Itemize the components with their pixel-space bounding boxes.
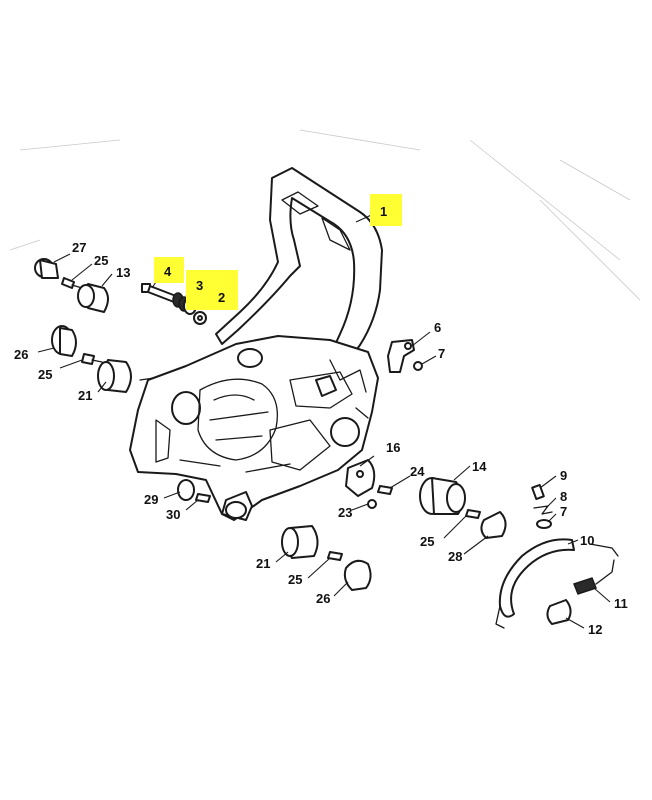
highlight-box-2-3 <box>186 270 238 310</box>
callout-25-left: 25 <box>38 367 52 382</box>
screw-23-part <box>367 499 377 509</box>
callout-23: 23 <box>338 505 352 520</box>
spring-8-part <box>533 505 553 515</box>
buffer-29-part <box>177 479 195 501</box>
callout-28: 28 <box>448 549 462 564</box>
highlight-box-4 <box>154 257 184 283</box>
washer-2-part <box>193 311 207 325</box>
sleeve-12-part <box>546 599 572 625</box>
callout-7-right: 7 <box>560 504 567 519</box>
callout-1: 1 <box>380 204 387 219</box>
callout-13: 13 <box>116 265 130 280</box>
buffer-14-part <box>419 477 466 515</box>
callout-25-bottom: 25 <box>288 572 302 587</box>
callout-16: 16 <box>386 440 400 455</box>
lever-6-part <box>387 339 415 373</box>
callout-21-left: 21 <box>78 388 92 403</box>
rear-handle-part <box>215 167 383 393</box>
bracket-16-part <box>345 459 376 497</box>
callout-29: 29 <box>144 492 158 507</box>
callout-24: 24 <box>410 464 425 479</box>
callout-12: 12 <box>588 622 602 637</box>
callout-3: 3 <box>196 278 203 293</box>
spring-11-part <box>573 559 615 595</box>
callout-7-top: 7 <box>438 346 445 361</box>
callout-26-left: 26 <box>14 347 28 362</box>
callout-6: 6 <box>434 320 441 335</box>
brake-band-10-part <box>495 538 619 629</box>
callout-8: 8 <box>560 489 567 504</box>
callout-10: 10 <box>580 533 594 548</box>
housing-part <box>129 335 379 521</box>
callout-30: 30 <box>166 507 180 522</box>
cap-28-part <box>480 511 507 539</box>
callout-25-right: 25 <box>420 534 434 549</box>
buffer-13-part <box>77 283 109 313</box>
screw-4-part <box>141 283 177 303</box>
callout-14: 14 <box>472 459 487 474</box>
screw-24-part <box>377 485 393 495</box>
buffer-21-part <box>97 359 132 393</box>
scan-noise <box>9 129 641 301</box>
highlight-box-1 <box>370 194 402 226</box>
cap-26-left-part <box>51 325 77 357</box>
washer-7-part <box>536 519 552 529</box>
screw-25-bottom-part <box>327 551 343 561</box>
pin-9-part <box>531 483 545 501</box>
callout-4: 4 <box>164 264 172 279</box>
cap-26-bottom-part <box>343 559 372 591</box>
screw-25-right-part <box>465 509 481 519</box>
screw-25-left-part <box>81 353 103 365</box>
callout-labels: 1 4 3 2 27 25 13 26 25 21 6 7 16 24 23 1… <box>14 204 628 637</box>
callout-27: 27 <box>72 240 86 255</box>
callout-25-top: 25 <box>94 253 108 268</box>
cap-27-part <box>34 258 59 279</box>
callout-21-bottom: 21 <box>256 556 270 571</box>
callout-26-bottom: 26 <box>316 591 330 606</box>
callout-9: 9 <box>560 468 567 483</box>
screw-7-top-part <box>413 361 423 371</box>
callout-11: 11 <box>614 596 628 611</box>
buffer-21-bottom-part <box>281 525 319 559</box>
screw-30-part <box>195 493 211 503</box>
callout-2: 2 <box>218 290 225 305</box>
